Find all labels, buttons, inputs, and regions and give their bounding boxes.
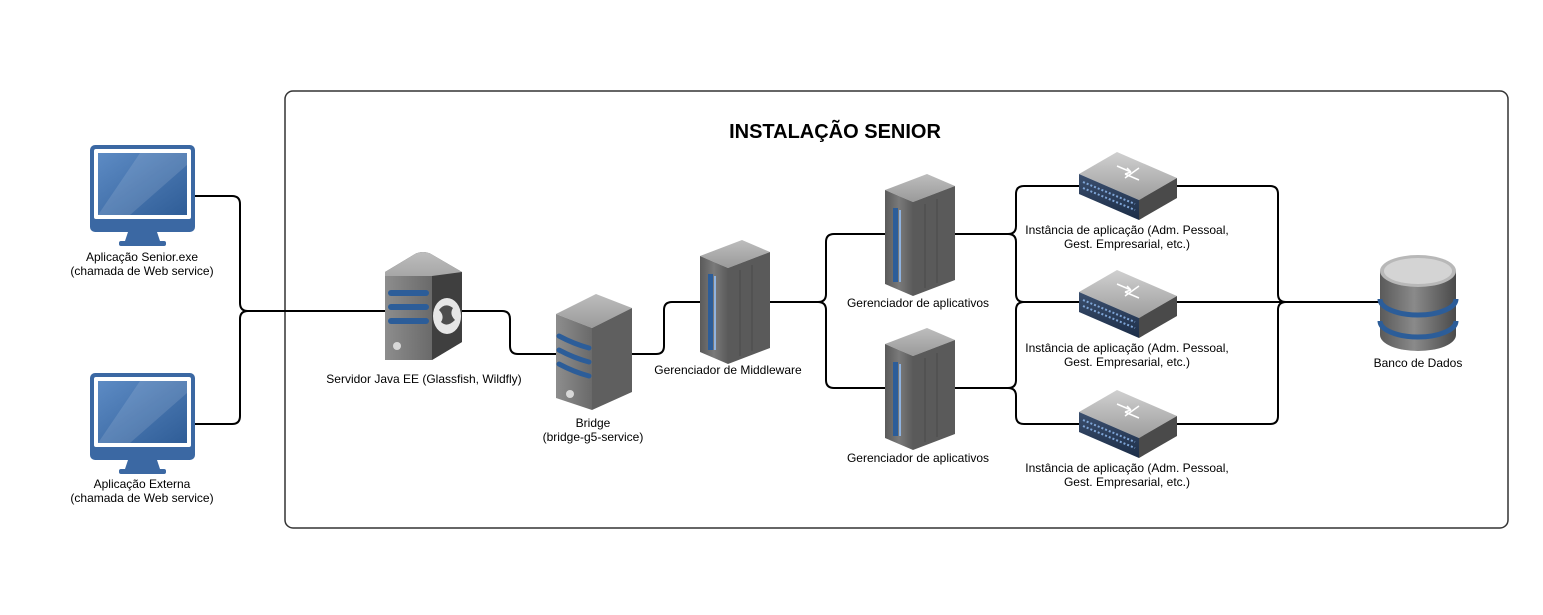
app-manager-2-label: Gerenciador de aplicativos bbox=[830, 451, 1006, 465]
instance-3-label: Instância de aplicação (Adm. Pessoal, Ge… bbox=[1012, 461, 1242, 489]
network-switch-icon bbox=[1079, 390, 1177, 458]
app-manager-2-label-line1: Gerenciador de aplicativos bbox=[846, 451, 990, 465]
client1-label-line2: (chamada de Web service) bbox=[70, 264, 214, 278]
instance-1-label: Instância de aplicação (Adm. Pessoal, Ge… bbox=[1012, 223, 1242, 251]
instance-2-label-line2: Gest. Empresarial, etc.) bbox=[1063, 355, 1191, 369]
client2-label-line2: (chamada de Web service) bbox=[70, 491, 214, 505]
middleware-label: Gerenciador de Middleware bbox=[640, 363, 816, 377]
java-server-label: Servidor Java EE (Glassfish, Wildfly) bbox=[314, 372, 534, 386]
edge-java-bridge bbox=[462, 310, 556, 355]
edge-bridge-middleware bbox=[632, 301, 700, 355]
middleware-label-line1: Gerenciador de Middleware bbox=[654, 363, 802, 377]
desktop-monitor-icon bbox=[90, 373, 195, 474]
network-switch-icon bbox=[1079, 270, 1177, 338]
client1-label-line1: Aplicação Senior.exe bbox=[85, 250, 199, 264]
database-label: Banco de Dados bbox=[1358, 356, 1478, 370]
installation-boundary bbox=[284, 90, 1509, 529]
instance-3-label-line2: Gest. Empresarial, etc.) bbox=[1063, 475, 1191, 489]
edge-manager2-instances bbox=[955, 301, 1079, 425]
app-manager-1-label-line1: Gerenciador de aplicativos bbox=[846, 296, 990, 310]
edge-instances-database bbox=[1177, 185, 1380, 425]
instance-1-label-line1: Instância de aplicação (Adm. Pessoal, bbox=[1025, 223, 1229, 237]
java-server-icon bbox=[385, 252, 462, 360]
server-tower-icon bbox=[556, 294, 632, 410]
client2-label-line1: Aplicação Externa bbox=[93, 477, 191, 491]
instance-3-label-line1: Instância de aplicação (Adm. Pessoal, bbox=[1025, 461, 1229, 475]
instance-2-label-line1: Instância de aplicação (Adm. Pessoal, bbox=[1025, 341, 1229, 355]
bridge-label-line1: Bridge bbox=[575, 416, 611, 430]
bridge-label-line2: (bridge-g5-service) bbox=[542, 430, 644, 444]
server-rack-icon bbox=[700, 240, 770, 364]
client1-label: Aplicação Senior.exe (chamada de Web ser… bbox=[42, 250, 242, 278]
edge-client2-java bbox=[195, 310, 249, 425]
diagram-title: INSTALAÇÃO SENIOR bbox=[729, 121, 941, 143]
edge-middleware-managers bbox=[770, 233, 885, 389]
java-server-label-line1: Servidor Java EE (Glassfish, Wildfly) bbox=[326, 372, 522, 386]
bridge-label: Bridge (bridge-g5-service) bbox=[513, 416, 673, 444]
server-rack-icon bbox=[885, 328, 955, 450]
desktop-monitor-icon bbox=[90, 145, 195, 246]
server-rack-icon bbox=[885, 174, 955, 296]
network-switch-icon bbox=[1079, 152, 1177, 220]
app-manager-1-label: Gerenciador de aplicativos bbox=[830, 296, 1006, 310]
database-icon bbox=[1377, 255, 1459, 351]
instance-2-label: Instância de aplicação (Adm. Pessoal, Ge… bbox=[1012, 341, 1242, 369]
client2-label: Aplicação Externa (chamada de Web servic… bbox=[42, 477, 242, 505]
instance-1-label-line2: Gest. Empresarial, etc.) bbox=[1063, 237, 1191, 251]
connectors bbox=[195, 185, 1380, 425]
database-label-line1: Banco de Dados bbox=[1373, 356, 1463, 370]
